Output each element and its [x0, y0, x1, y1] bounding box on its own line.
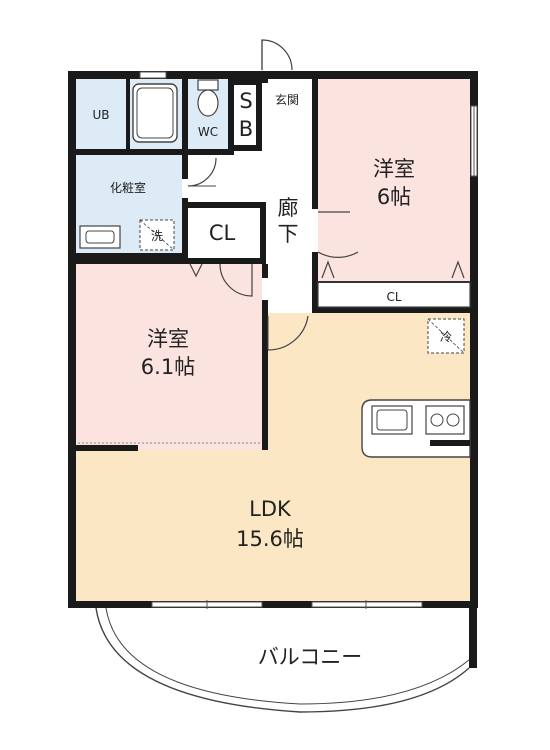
label-ldk-name: LDK — [249, 497, 292, 521]
label-wc: WC — [198, 125, 218, 139]
label-genkan: 玄関 — [275, 92, 299, 107]
label-youshitsu-a-name: 洋室 — [373, 157, 415, 181]
label-rouka-2: 下 — [278, 222, 299, 246]
western-room-a-floor — [318, 79, 470, 282]
label-balcony: バルコニー — [258, 645, 363, 669]
label-cl-small: CL — [209, 221, 236, 245]
label-sb-b: B — [239, 117, 253, 141]
label-youshitsu-a-cl: CL — [386, 290, 401, 304]
ldk-floor — [76, 313, 470, 601]
label-ldk-size: 15.6帖 — [236, 527, 304, 551]
ub-floor — [76, 79, 126, 149]
label-sentaku: 洗 — [151, 229, 163, 243]
label-youshitsu-b-size: 6.1帖 — [141, 355, 195, 379]
label-rouka-1: 廊 — [278, 196, 299, 220]
western-room-b-floor — [76, 264, 262, 450]
label-youshitsu-b-name: 洋室 — [147, 327, 189, 351]
label-ub: UB — [92, 108, 109, 122]
label-reizouko: 冷 — [440, 330, 452, 344]
label-keshoushitsu: 化粧室 — [110, 180, 146, 195]
label-youshitsu-a-size: 6帖 — [377, 185, 411, 209]
label-sb-s: S — [239, 89, 252, 113]
